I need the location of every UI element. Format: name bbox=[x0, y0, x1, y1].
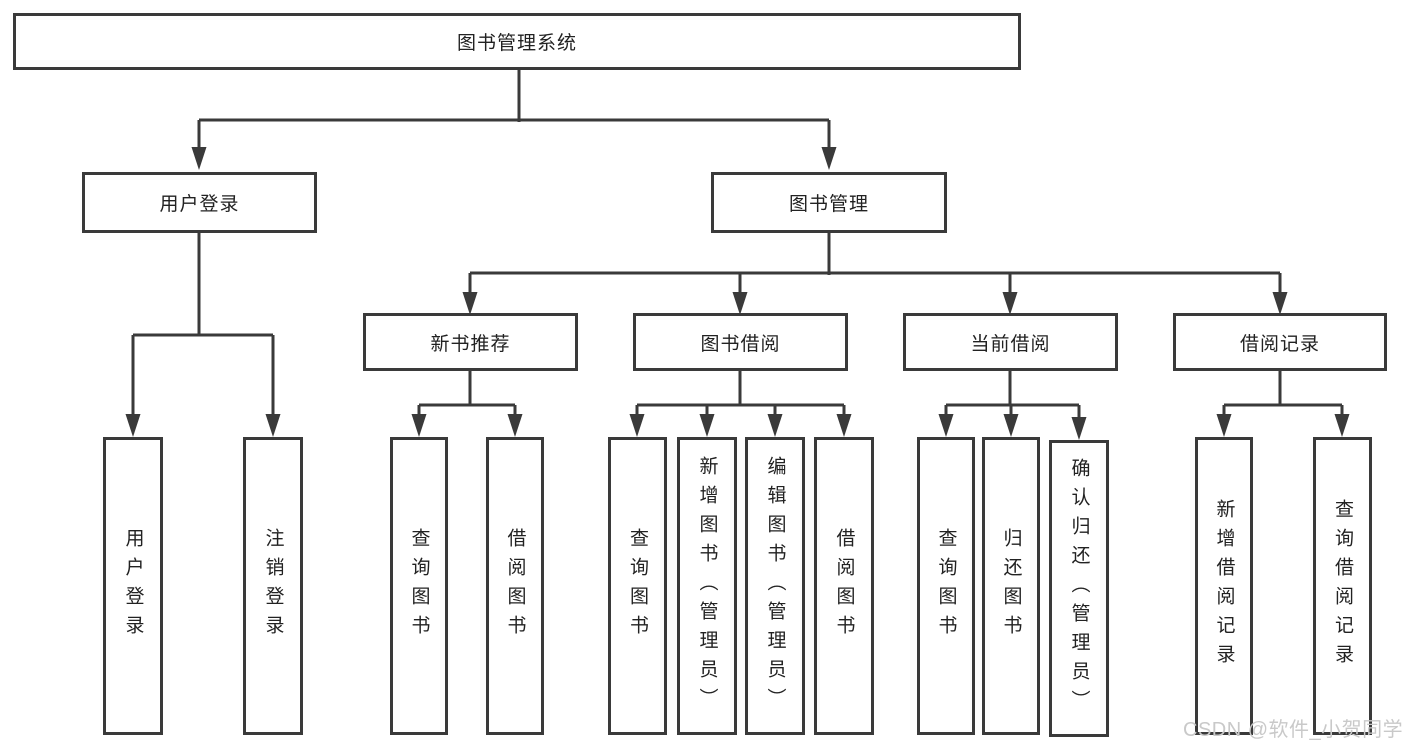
arrowhead-icon bbox=[411, 414, 427, 437]
node-new-book-recommend-label: 新书推荐 bbox=[430, 333, 511, 355]
leaf-borrow-book-1-label: 借阅图书 bbox=[504, 528, 526, 644]
node-borrow-record: 借阅记录 bbox=[1173, 313, 1387, 371]
arrowhead-icon bbox=[191, 147, 207, 170]
leaf-return-book: 归还图书 bbox=[982, 437, 1040, 735]
arrowhead-icon bbox=[767, 414, 783, 437]
leaf-borrow-book-1: 借阅图书 bbox=[486, 437, 544, 735]
connector-path bbox=[131, 70, 1344, 422]
leaf-borrow-book-2-label: 借阅图书 bbox=[833, 528, 855, 644]
leaf-query-book-3: 查询图书 bbox=[917, 437, 975, 735]
leaf-query-borrow-record-label: 查询借阅记录 bbox=[1332, 499, 1353, 673]
node-library-system-label: 图书管理系统 bbox=[456, 33, 577, 54]
leaf-return-book-label: 归还图书 bbox=[1000, 528, 1022, 644]
arrowhead-icon bbox=[699, 414, 715, 437]
arrowhead-icon bbox=[1272, 292, 1288, 315]
node-user-login-label: 用户登录 bbox=[159, 194, 240, 215]
arrowhead-icon bbox=[821, 147, 837, 170]
node-book-borrow-label: 图书借阅 bbox=[700, 333, 781, 355]
leaf-query-borrow-record: 查询借阅记录 bbox=[1313, 437, 1372, 735]
node-current-borrow-label: 当前借阅 bbox=[970, 333, 1051, 355]
arrowhead-icon bbox=[1003, 414, 1019, 437]
leaf-edit-book-admin: 编辑图书（管理员） bbox=[745, 437, 805, 735]
leaf-add-borrow-record-label: 新增借阅记录 bbox=[1213, 499, 1235, 673]
leaf-query-book-1: 查询图书 bbox=[390, 437, 448, 735]
arrowhead-icon bbox=[507, 414, 523, 437]
arrowhead-icon bbox=[125, 414, 141, 437]
leaf-query-book-2-label: 查询图书 bbox=[627, 528, 648, 644]
node-new-book-recommend: 新书推荐 bbox=[363, 313, 578, 371]
leaf-edit-book-admin-label: 编辑图书（管理员） bbox=[764, 455, 786, 717]
csdn-watermark: CSDN @软件_小贺同学 bbox=[1183, 719, 1404, 741]
leaf-query-book-2: 查询图书 bbox=[608, 437, 667, 735]
node-borrow-record-label: 借阅记录 bbox=[1239, 333, 1320, 355]
arrowhead-icon bbox=[1216, 414, 1232, 437]
node-current-borrow: 当前借阅 bbox=[903, 313, 1118, 371]
leaf-logout: 注销登录 bbox=[243, 437, 303, 735]
leaf-query-book-1-label: 查询图书 bbox=[408, 528, 430, 644]
node-book-borrow: 图书借阅 bbox=[633, 313, 848, 371]
arrowhead-icon bbox=[1334, 414, 1350, 437]
leaf-user-login: 用户登录 bbox=[103, 437, 163, 735]
arrowhead-icon bbox=[938, 414, 954, 437]
arrowhead-icon bbox=[462, 292, 478, 315]
arrowhead-icon bbox=[1002, 292, 1018, 315]
leaf-confirm-return-admin: 确认归还（管理员） bbox=[1049, 440, 1109, 737]
arrowhead-icon bbox=[629, 414, 645, 437]
arrowhead-icon bbox=[1071, 417, 1087, 440]
arrowhead-icon bbox=[732, 292, 748, 315]
leaf-logout-label: 注销登录 bbox=[262, 528, 284, 644]
arrowhead-icon bbox=[265, 414, 281, 437]
node-user-login: 用户登录 bbox=[82, 172, 317, 233]
node-book-management: 图书管理 bbox=[711, 172, 947, 233]
arrowhead-icon bbox=[836, 414, 852, 437]
leaf-borrow-book-2: 借阅图书 bbox=[814, 437, 874, 735]
node-book-management-label: 图书管理 bbox=[788, 194, 869, 215]
leaf-add-book-admin: 新增图书（管理员） bbox=[677, 437, 737, 735]
node-library-system: 图书管理系统 bbox=[13, 13, 1021, 70]
leaf-add-book-admin-label: 新增图书（管理员） bbox=[696, 455, 718, 717]
leaf-add-borrow-record: 新增借阅记录 bbox=[1195, 437, 1253, 735]
leaf-query-book-3-label: 查询图书 bbox=[935, 528, 957, 644]
leaf-user-login-label: 用户登录 bbox=[122, 528, 144, 644]
leaf-confirm-return-admin-label: 确认归还（管理员） bbox=[1068, 458, 1090, 719]
